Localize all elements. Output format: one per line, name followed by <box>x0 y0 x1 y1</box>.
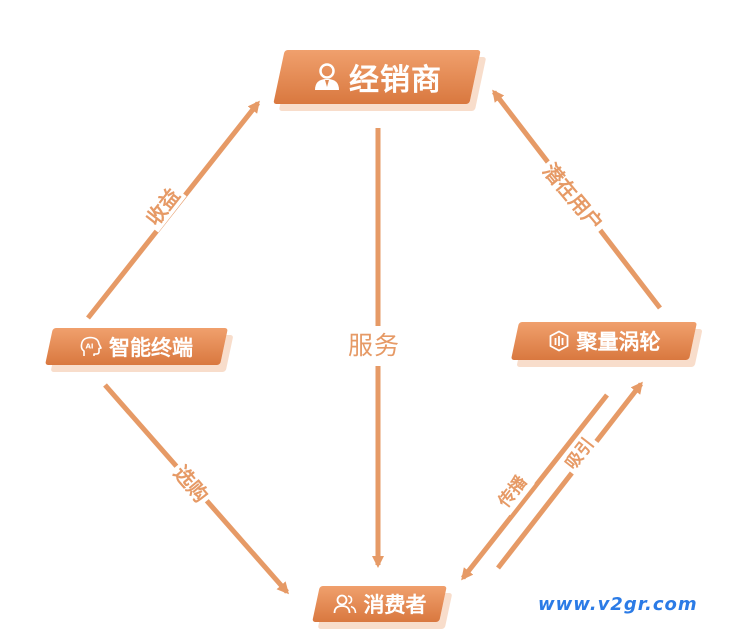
node-turbo-label: 聚量涡轮 <box>576 330 661 354</box>
arrow-attract <box>496 381 643 570</box>
node-terminal-label: 智能终端 <box>109 335 193 360</box>
node-smart-terminal: AI 智能终端 <box>45 328 228 365</box>
edge-label-service: 服务 <box>344 326 405 366</box>
hexagon-bars-icon <box>549 330 568 352</box>
watermark: www.v2gr.com <box>538 594 698 615</box>
ai-head-icon: AI <box>80 336 102 356</box>
svg-text:AI: AI <box>86 342 94 350</box>
users-icon <box>333 594 356 614</box>
node-dealer: 经销商 <box>273 50 481 104</box>
arrow-spread <box>461 393 609 581</box>
node-traffic-turbo: 聚量涡轮 <box>510 322 698 360</box>
node-consumer: 消费者 <box>312 586 447 622</box>
node-consumer-label: 消费者 <box>363 593 427 617</box>
person-icon <box>315 63 339 90</box>
node-dealer-label: 经销商 <box>349 63 442 98</box>
